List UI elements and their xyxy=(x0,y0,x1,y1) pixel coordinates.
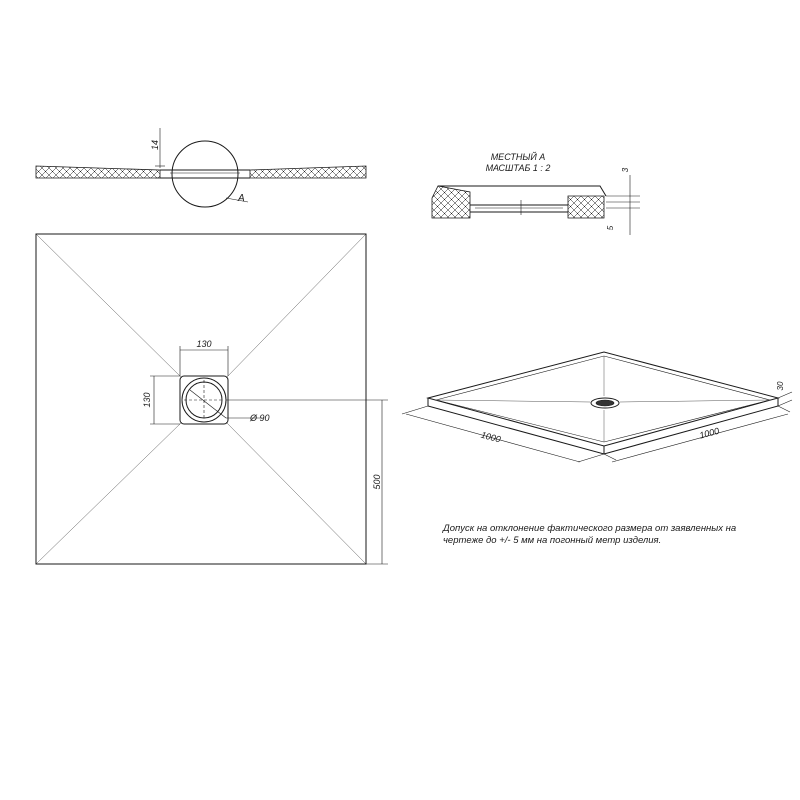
iso-drain-outer xyxy=(590,397,620,409)
detail-dim-bottom: 5 xyxy=(606,225,615,230)
section-height-label: 14 xyxy=(150,140,160,150)
detail-profile-left xyxy=(431,185,471,219)
iso-drain-inner xyxy=(595,399,615,407)
tray-outline xyxy=(35,233,367,565)
drain-height-label: 130 xyxy=(142,392,152,407)
drain-width-label: 130 xyxy=(196,339,211,349)
plan-view: 130 130 Ø 90 500 xyxy=(35,233,388,565)
detail-dim-top: 3 xyxy=(621,167,630,172)
iso-length-left-label: 1000 xyxy=(480,430,502,445)
detail-profile-right xyxy=(567,195,605,219)
section-view: 14 A xyxy=(35,128,367,208)
drain-diameter-label: Ø 90 xyxy=(249,413,270,423)
detail-title: МЕСТНЫЙ А xyxy=(491,151,546,162)
section-profile-left xyxy=(35,165,161,179)
detail-a-view: МЕСТНЫЙ А МАСШТАБ 1 : 2 3 5 xyxy=(431,151,640,235)
note-line-1: Допуск на отклонение фактического размер… xyxy=(442,523,736,534)
iso-height-label: 30 xyxy=(776,381,785,390)
detail-scale: МАСШТАБ 1 : 2 xyxy=(486,163,551,173)
note-line-2: чертеже до +/- 5 мм на погонный метр изд… xyxy=(443,535,661,546)
iso-length-right-label: 1000 xyxy=(698,426,720,441)
offset-label: 500 xyxy=(372,474,382,489)
detail-callout-circle xyxy=(171,140,239,208)
tolerance-note: Допуск на отклонение фактического размер… xyxy=(442,523,736,546)
callout-label: A xyxy=(237,193,245,204)
isometric-view: 30 1000 1000 xyxy=(401,351,793,463)
iso-top-face xyxy=(426,351,780,447)
section-profile-right xyxy=(249,165,367,179)
